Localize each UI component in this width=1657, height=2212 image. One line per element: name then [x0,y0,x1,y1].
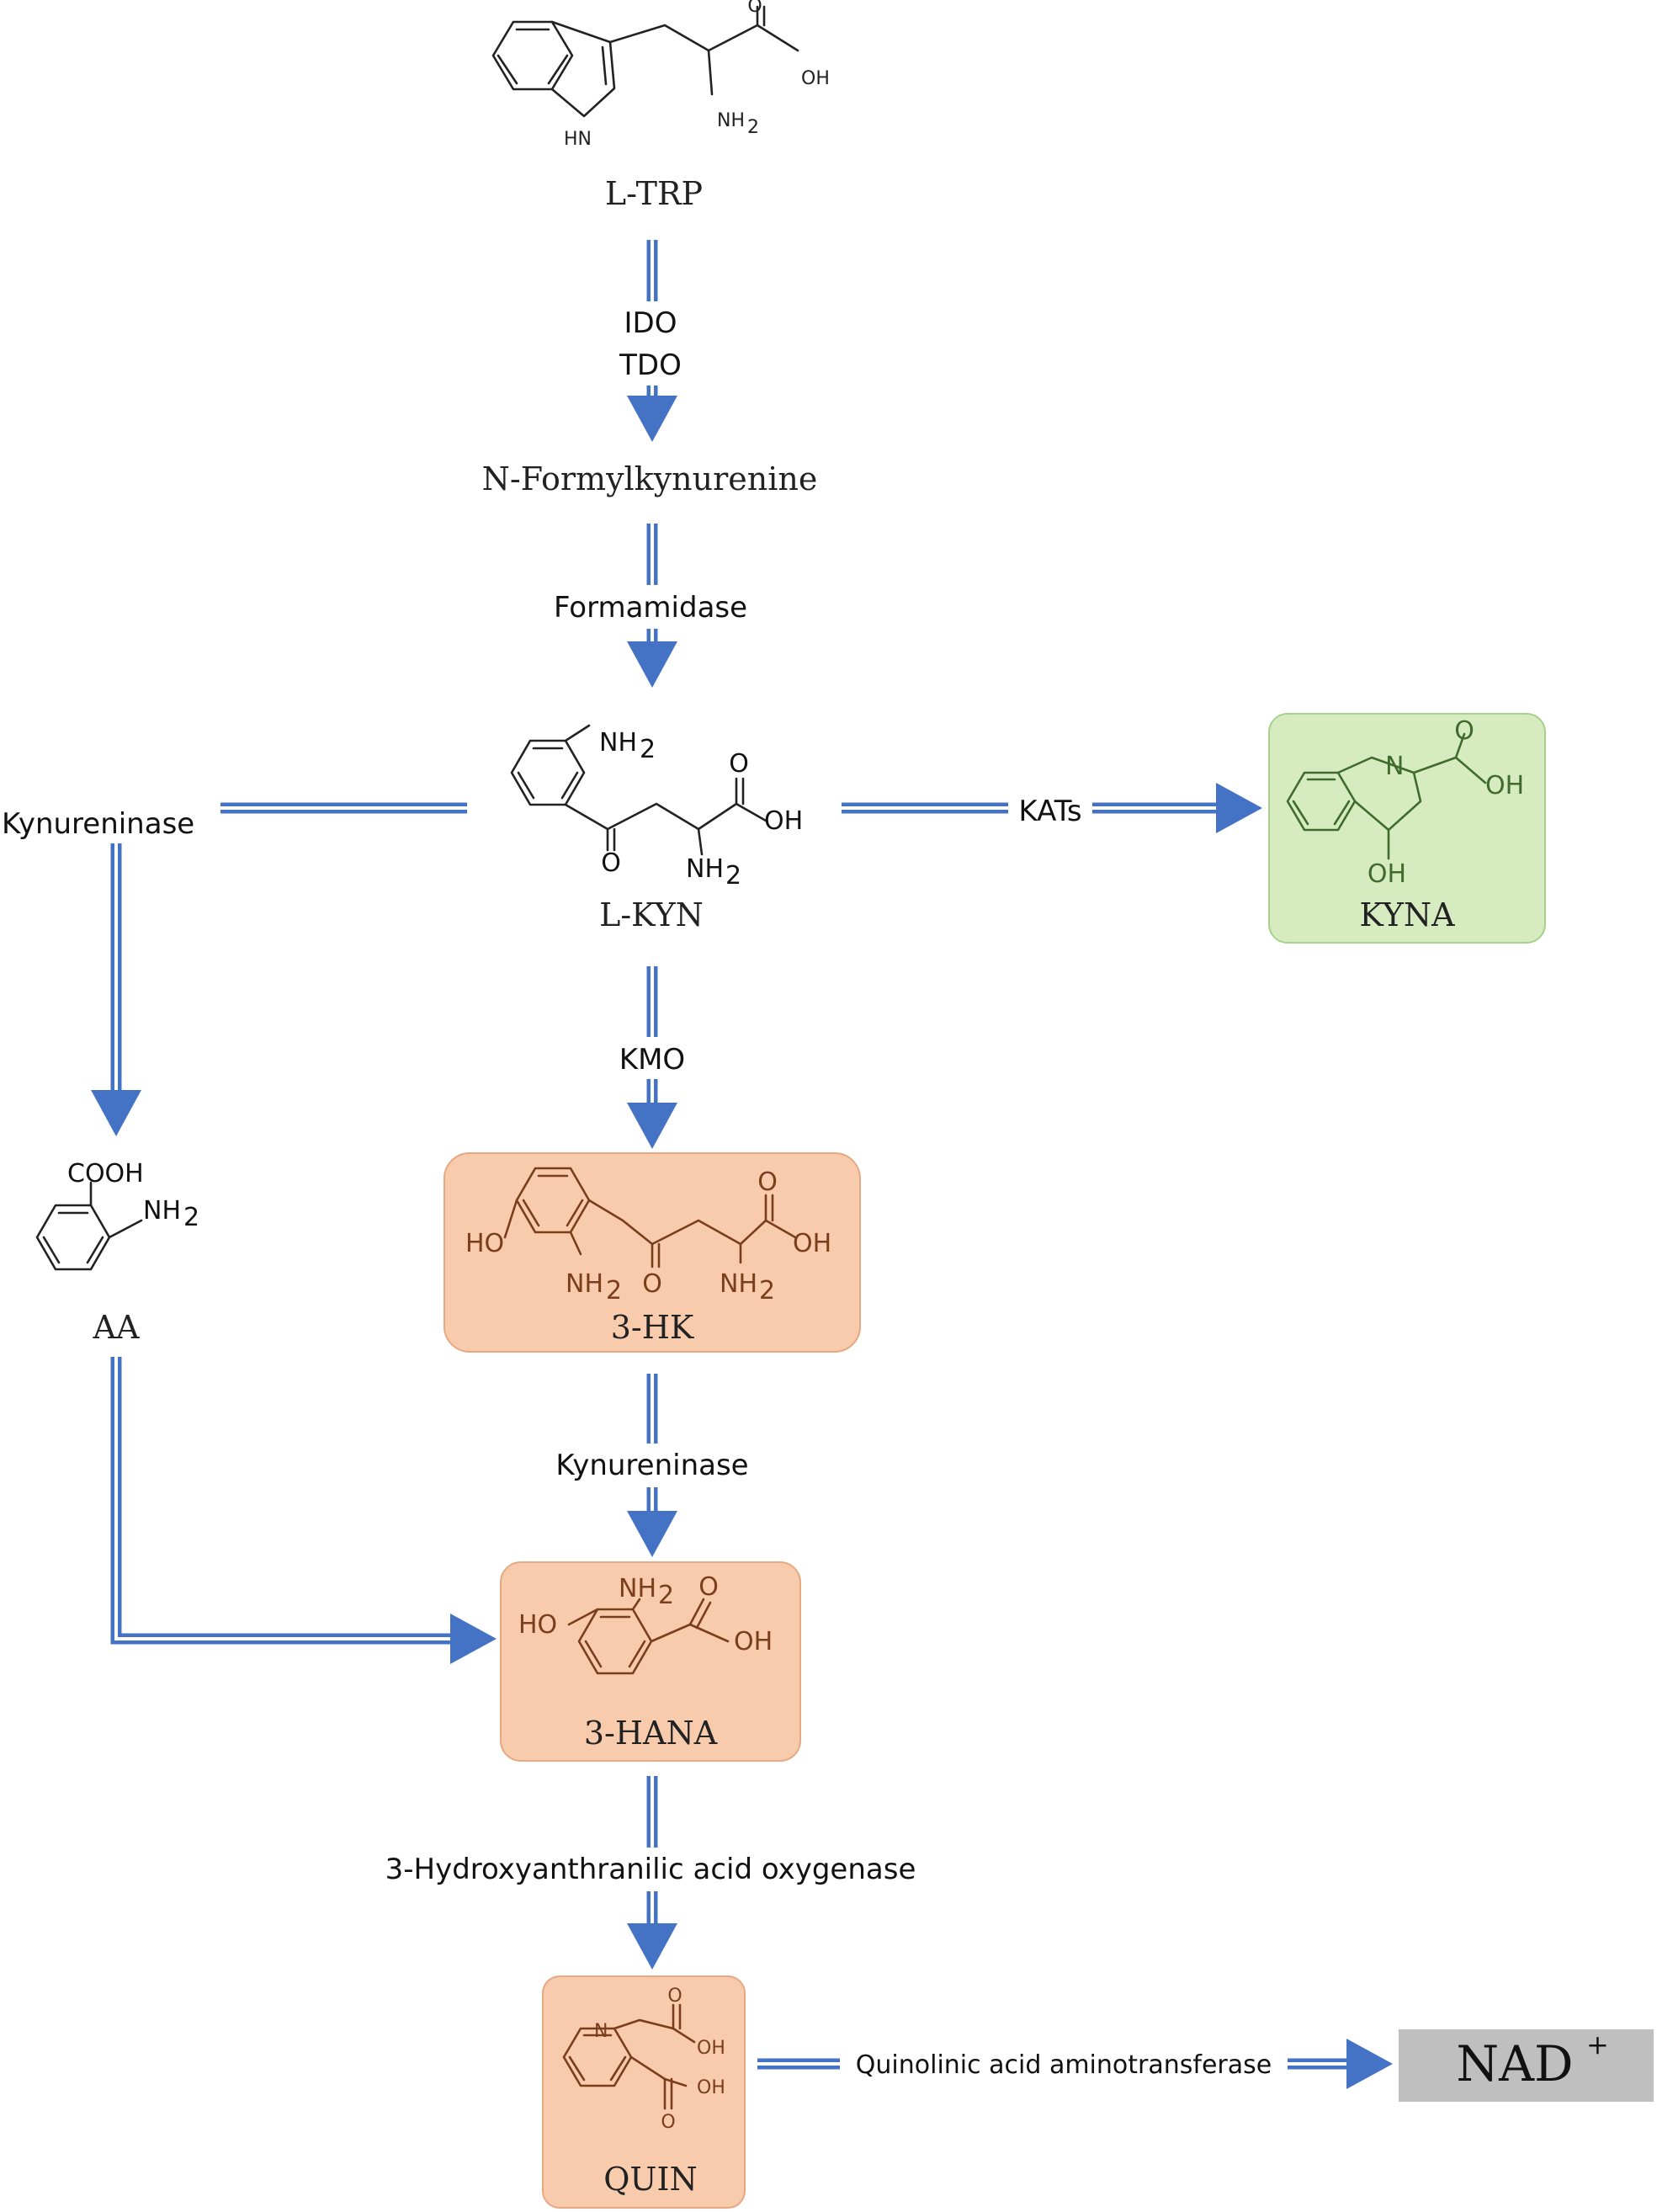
svg-text:2: 2 [747,117,759,138]
svg-text:O: O [667,1986,682,2007]
compound-label-nfk: N-Formylkynurenine [482,460,818,497]
svg-text:N: N [594,2021,608,2042]
svg-text:NH: NH [717,110,745,131]
svg-text:2: 2 [640,735,656,764]
svg-text:NH: NH [619,1574,656,1603]
kyna-structure: N O OH OH [1286,716,1524,889]
trp-structure: HN O OH NH 2 [491,0,830,150]
svg-text:O: O [661,2112,675,2133]
svg-text:HN: HN [564,129,592,150]
hana-structure: NH 2 HO O OH [518,1572,773,1675]
svg-text:NH: NH [143,1196,181,1226]
enzyme-kats: KATs [1018,795,1081,828]
svg-text:O: O [747,0,762,17]
svg-text:HO: HO [518,1610,557,1640]
enzyme-formamidase: Formamidase [554,591,747,625]
arrow-shaft-gap [114,1357,450,1640]
svg-text:NH: NH [599,728,637,758]
enzyme-3-hydroxyanthranilic-acid-oxygenase: 3-Hydroxyanthranilic acid oxygenase [385,1853,916,1886]
svg-text:2: 2 [658,1581,674,1610]
arrow-shaft-gap [114,806,467,1090]
enzyme-quinolinic-acid-aminotransferase: Quinolinic acid aminotransferase [856,2050,1272,2080]
hk-structure: HO NH 2 O O OH NH 2 [465,1167,831,1305]
svg-text:O: O [1454,716,1474,746]
svg-text:NH: NH [566,1269,603,1299]
svg-text:COOH: COOH [67,1159,144,1188]
svg-text:NH: NH [686,854,724,884]
compound-label-hana: 3-HANA [584,1715,718,1752]
enzyme-kynureninase-left: Kynureninase [2,807,194,841]
svg-text:OH: OH [1485,771,1524,800]
enzyme-ido: IDO [624,306,677,340]
svg-text:2: 2 [725,861,741,891]
svg-text:NH: NH [720,1269,757,1299]
svg-text:OH: OH [1368,859,1406,889]
svg-text:O: O [729,749,749,779]
compound-label-quin: QUIN [603,2161,697,2198]
svg-text:OH: OH [793,1229,831,1258]
svg-text:OH: OH [734,1627,773,1656]
compound-label-hk: 3-HK [611,1309,694,1346]
svg-text:2: 2 [606,1276,622,1305]
compound-label-aa: AA [93,1309,140,1346]
svg-text:OH: OH [697,2077,725,2098]
aa-structure: COOH NH 2 [35,1159,199,1271]
compound-label-nad: NAD [1456,2035,1573,2092]
compound-label-trp: L-TRP [605,175,703,212]
enzyme-tdo: TDO [619,348,682,382]
svg-text:OH: OH [697,2038,725,2059]
svg-text:O: O [698,1572,719,1602]
arrow-hk-to-hana [627,1374,677,1557]
kyn-structure: NH 2 O OH O NH 2 [510,724,803,891]
compound-label-kyna: KYNA [1359,896,1455,933]
svg-text:O: O [601,848,621,878]
enzyme-kynureninase-center: Kynureninase [555,1449,748,1482]
compound-label-nad-superscript: + [1586,2029,1609,2060]
svg-text:O: O [757,1167,778,1197]
svg-text:OH: OH [801,68,830,89]
svg-text:HO: HO [465,1229,504,1258]
arrow-kyn-to-aa [91,802,467,1136]
svg-text:2: 2 [183,1203,199,1232]
svg-text:OH: OH [764,806,803,836]
svg-text:O: O [642,1269,662,1299]
compound-label-kyn: L-KYN [599,896,704,933]
nad-box [1399,2029,1654,2102]
hana-box [500,1561,801,1762]
arrow-aa-to-hana [110,1357,497,1664]
arrow-kyn-to-hk [627,966,677,1149]
quin-structure: N O OH OH O [562,1986,725,2133]
kyna-box [1268,713,1546,944]
svg-text:N: N [1385,752,1404,781]
enzyme-kmo: KMO [619,1043,685,1077]
svg-text:2: 2 [759,1276,775,1305]
